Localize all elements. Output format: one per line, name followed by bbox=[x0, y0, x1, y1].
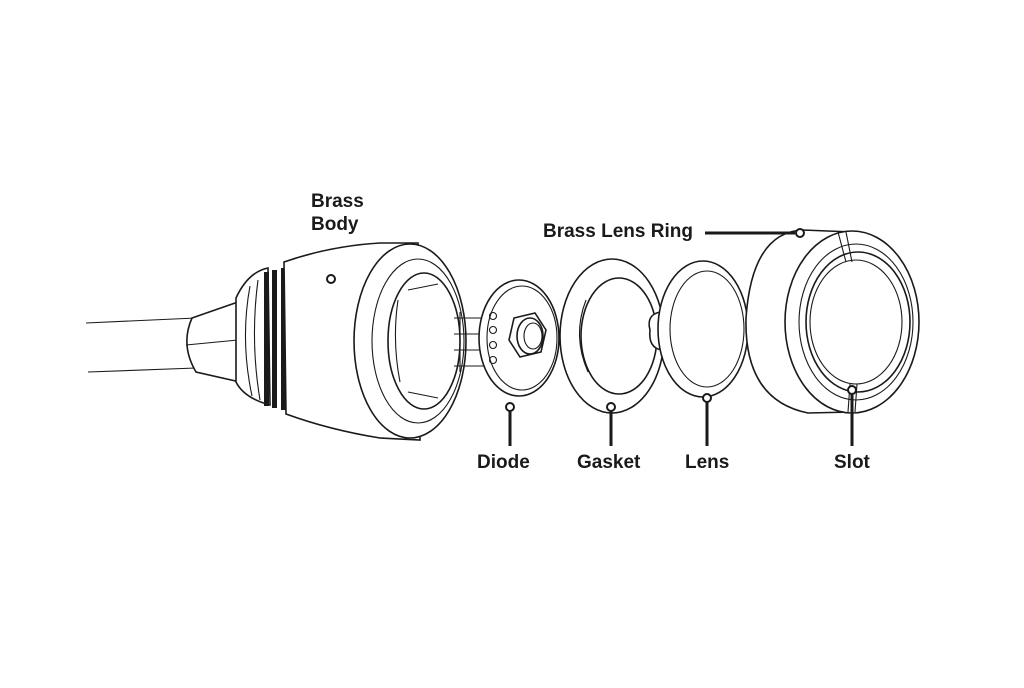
brass-lens-ring-leader bbox=[705, 228, 805, 238]
brass-body bbox=[185, 242, 467, 441]
lens-leader bbox=[702, 393, 712, 446]
label-diode: Diode bbox=[477, 452, 530, 473]
label-gasket: Gasket bbox=[577, 452, 641, 473]
cable bbox=[85, 317, 197, 373]
brass-lens-ring bbox=[745, 229, 920, 414]
label-slot: Slot bbox=[834, 452, 870, 473]
label-brass-lens-ring: Brass Lens Ring bbox=[543, 221, 693, 242]
label-lens: Lens bbox=[685, 452, 730, 473]
label-brass-body-line-1: Brass bbox=[311, 191, 364, 212]
diode-leader bbox=[505, 402, 515, 446]
lens bbox=[648, 260, 749, 398]
gasket bbox=[559, 258, 665, 414]
label-brass-body-line-2: Body bbox=[311, 214, 359, 235]
gasket-leader bbox=[606, 402, 616, 446]
brass-body-leader bbox=[326, 274, 336, 284]
slot-leader bbox=[847, 385, 857, 446]
diode bbox=[454, 279, 560, 397]
